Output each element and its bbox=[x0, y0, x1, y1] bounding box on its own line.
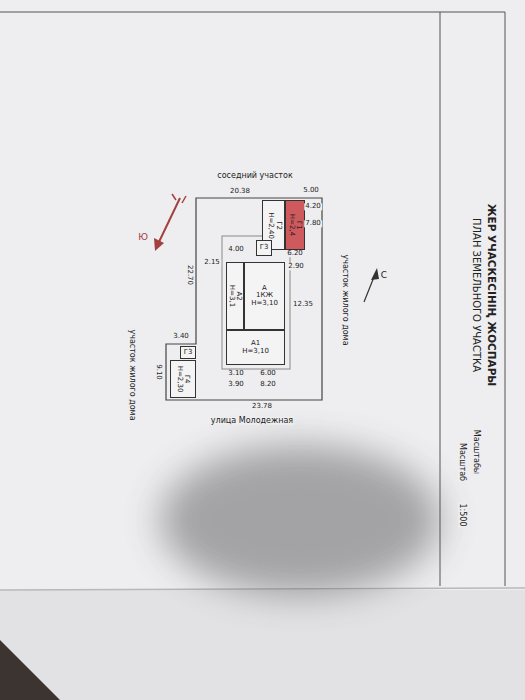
dimension-label: 22.70 bbox=[185, 264, 192, 286]
map-label: участок жилого дома bbox=[341, 253, 349, 346]
building-label: А2 bbox=[235, 291, 242, 300]
dimension-label: 8.20 bbox=[259, 381, 277, 388]
building-label: Н=3,10 bbox=[242, 348, 269, 355]
building-box: Г1Н=2,4 bbox=[285, 200, 305, 250]
dimension-label: 3.10 bbox=[227, 370, 245, 377]
building-box: Г4Н=2,30 bbox=[170, 360, 196, 398]
house-outline bbox=[222, 236, 290, 369]
dimension-label: 2.90 bbox=[287, 263, 305, 270]
building-label: Г4 bbox=[183, 375, 190, 384]
building-label: Н=2,40 bbox=[266, 212, 273, 239]
map-label: соседний участок bbox=[216, 172, 293, 180]
shadow bbox=[160, 445, 440, 595]
north-arrow-head bbox=[371, 268, 379, 280]
building-label: Н=3,10 bbox=[251, 300, 278, 307]
table-corner bbox=[0, 640, 60, 700]
building-label: Г3 bbox=[260, 244, 269, 251]
arrow-feather bbox=[172, 194, 176, 200]
lower-paper bbox=[0, 590, 525, 700]
sheet-heading: 1:500 bbox=[458, 502, 466, 527]
dimension-label: 6.20 bbox=[286, 250, 304, 257]
sheet-heading: Масштаб bbox=[458, 442, 466, 482]
south-arrow bbox=[158, 198, 180, 244]
building-box: Г3 bbox=[256, 240, 272, 256]
frame-line bbox=[505, 12, 506, 586]
sheet-heading: Масштабы bbox=[472, 429, 480, 475]
building-label: А1 bbox=[251, 340, 260, 347]
map-label: Ю bbox=[137, 233, 149, 242]
dimension-label: 3.90 bbox=[227, 381, 245, 388]
dimension-label: 7.80 bbox=[304, 220, 322, 227]
frame-line bbox=[440, 12, 441, 586]
dimension-label: 9.10 bbox=[154, 363, 161, 381]
map-label: С bbox=[380, 271, 388, 280]
building-label: Г1 bbox=[295, 221, 302, 230]
plot-boundary bbox=[166, 198, 322, 400]
arrow-feather bbox=[182, 196, 186, 203]
dimension-label: 5.00 bbox=[302, 187, 320, 194]
dimension-label: 20.38 bbox=[229, 188, 251, 195]
south-arrow-head bbox=[154, 238, 164, 251]
building-label: Н=3,1 bbox=[228, 285, 235, 307]
dimension-label: 12.35 bbox=[292, 301, 314, 308]
sheet-title: ЖЕР УЧАСКЕСІНІҢ ЖОСПАРЫ bbox=[485, 203, 496, 388]
building-box: А1КЖН=3,10 bbox=[244, 262, 285, 330]
building-label: Н=2,4 bbox=[288, 214, 295, 236]
dimension-label: 4.20 bbox=[304, 203, 322, 210]
dimension-label: 4.00 bbox=[227, 246, 245, 253]
building-box: А1Н=3,10 bbox=[226, 330, 285, 365]
dimension-label: 23.78 bbox=[251, 403, 273, 410]
dimension-label: 2.15 bbox=[203, 259, 221, 266]
map-label: улица Молодежная bbox=[210, 417, 294, 425]
building-label: Г3 bbox=[184, 349, 193, 356]
building-label: Н=2,30 bbox=[176, 366, 183, 393]
building-box: А2Н=3,1 bbox=[226, 262, 244, 330]
dimension-label: 6.00 bbox=[259, 370, 277, 377]
building-label: 1КЖ bbox=[256, 292, 273, 299]
frame-line bbox=[0, 12, 505, 13]
dimension-label: 3.40 bbox=[172, 333, 190, 340]
building-label: Г2 bbox=[274, 221, 281, 230]
building-label: А bbox=[262, 285, 267, 292]
building-box: Г3 bbox=[180, 346, 196, 359]
map-label: участок жилого дома bbox=[128, 328, 136, 421]
sheet-heading: ПЛАН ЗЕМЕЛЬНОГО УЧАСТКА bbox=[471, 217, 482, 373]
